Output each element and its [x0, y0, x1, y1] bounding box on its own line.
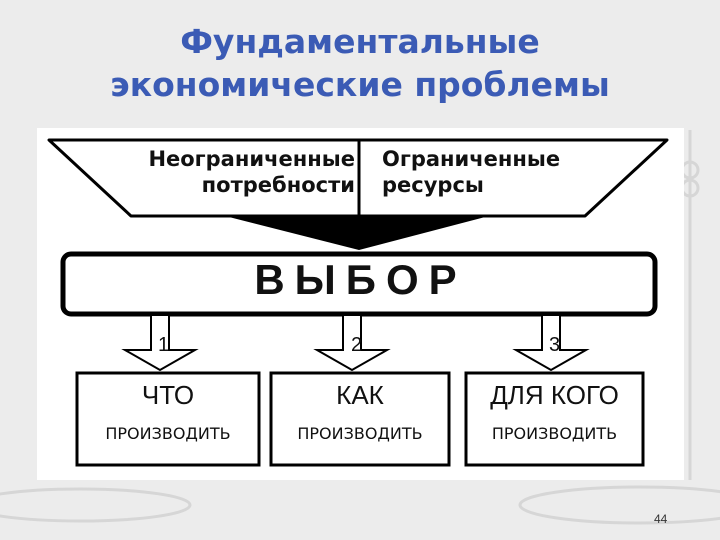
box-forwhom-subtitle: ПРОИЗВОДИТЬ: [491, 424, 618, 443]
limited-resources-line2: ресурсы: [382, 173, 484, 197]
branch-number-3: 3: [549, 334, 561, 356]
limited-resources-label: Ограниченные ресурсы: [382, 146, 642, 198]
arrow-3: [512, 314, 590, 372]
box-how-subtitle: ПРОИЗВОДИТЬ: [297, 424, 423, 443]
slide-title-line1: Фундаментальные: [180, 22, 540, 61]
page-number: 44: [654, 512, 668, 526]
diagram-panel: Неограниченные потребности Ограниченные …: [37, 128, 684, 480]
box-what-subtitle: ПРОИЗВОДИТЬ: [105, 424, 231, 443]
box-what-title: ЧТО: [141, 380, 195, 410]
box-how-title: КАК: [336, 380, 384, 410]
box-forwhom-title: ДЛЯ КОГО: [490, 380, 619, 410]
choice-label: ВЫБОР: [254, 256, 467, 303]
slide-title: Фундаментальные экономические проблемы: [0, 20, 720, 106]
box-how-shape: [269, 371, 451, 467]
arrow-2: [313, 314, 391, 372]
unlimited-needs-line2: потребности: [201, 173, 355, 197]
funnel-spout: [225, 216, 489, 250]
unlimited-needs-label: Неограниченные потребности: [95, 146, 355, 198]
arrow-1: [121, 314, 199, 372]
box-forwhom-shape: [464, 371, 645, 467]
branch-number-1: 1: [158, 334, 170, 356]
slide-title-line2: экономические проблемы: [110, 65, 610, 104]
branch-number-2: 2: [351, 334, 363, 356]
box-what-shape: [75, 371, 261, 467]
limited-resources-line1: Ограниченные: [382, 147, 561, 171]
diagram-shapes: [47, 138, 669, 467]
unlimited-needs-line1: Неограниченные: [148, 147, 355, 171]
